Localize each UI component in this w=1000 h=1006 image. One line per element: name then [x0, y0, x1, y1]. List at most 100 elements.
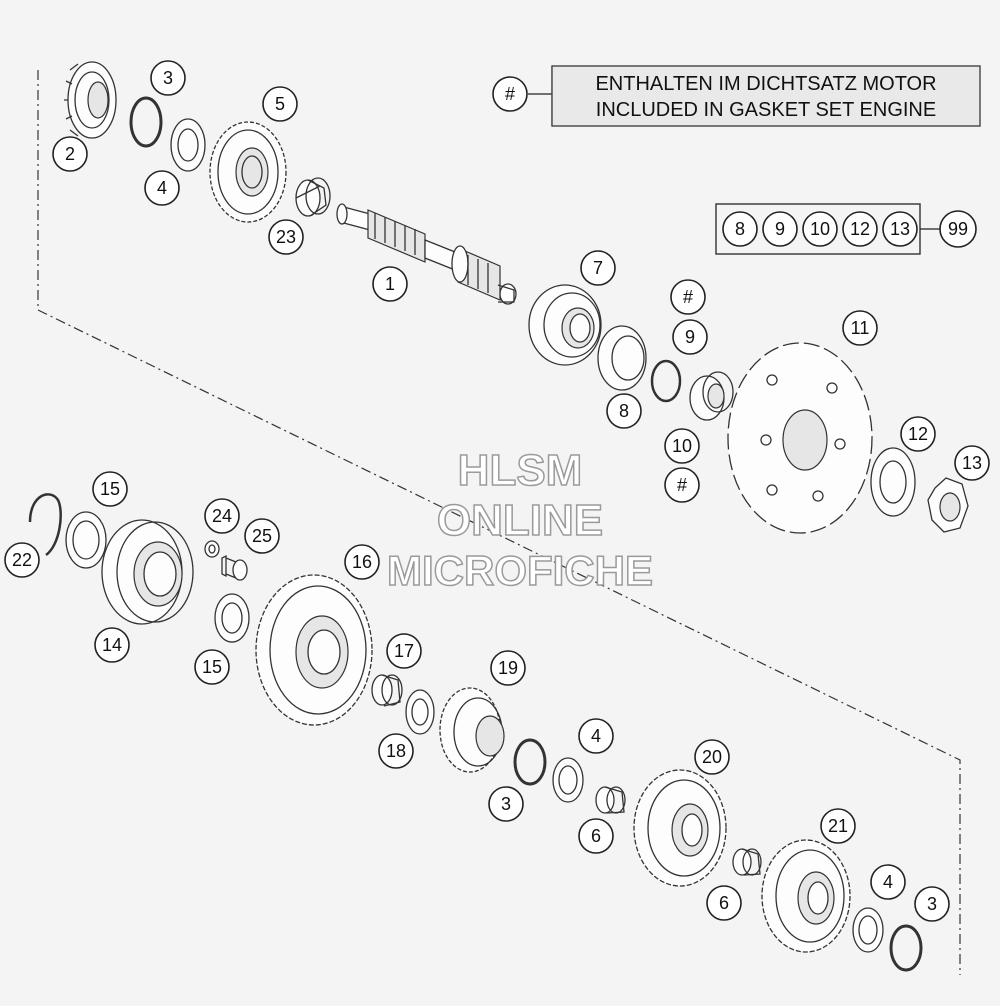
callout-6-a[interactable]: 6: [578, 818, 614, 854]
callout-23[interactable]: 23: [268, 219, 304, 255]
svg-text:16: 16: [352, 552, 372, 572]
part-18-washer: [405, 689, 435, 735]
svg-text:3: 3: [927, 894, 937, 914]
svg-text:3: 3: [501, 794, 511, 814]
callout-12[interactable]: 12: [900, 416, 936, 452]
callout-1[interactable]: 1: [372, 266, 408, 302]
assembly-axis-line: [37, 70, 961, 975]
svg-text:23: 23: [276, 227, 296, 247]
svg-text:3: 3: [163, 68, 173, 88]
kit-item-12: 12: [842, 211, 878, 247]
svg-text:10: 10: [672, 436, 692, 456]
callout-15-upper[interactable]: 15: [92, 471, 128, 507]
part-3-circlip: [129, 96, 163, 148]
callout-15-lower[interactable]: 15: [194, 649, 230, 685]
callout-17[interactable]: 17: [386, 633, 422, 669]
part-3-circlip-middle: [513, 738, 547, 786]
part-15-shim-lower: [214, 593, 250, 643]
note-marker: #: [492, 76, 528, 112]
callout-4-middle[interactable]: 4: [578, 718, 614, 754]
note-line-2: INCLUDED IN GASKET SET ENGINE: [596, 99, 936, 121]
callout-4-lower[interactable]: 4: [870, 864, 906, 900]
callout-11[interactable]: 11: [842, 310, 878, 346]
svg-text:#: #: [683, 287, 693, 307]
callout-7[interactable]: 7: [580, 250, 616, 286]
callout-16[interactable]: 16: [344, 544, 380, 580]
kit-item-9: 9: [762, 211, 798, 247]
svg-text:15: 15: [202, 657, 222, 677]
callout-3-middle[interactable]: 3: [488, 786, 524, 822]
callout-6-b[interactable]: 6: [706, 885, 742, 921]
kit-item-13: 13: [882, 211, 918, 247]
svg-text:4: 4: [883, 872, 893, 892]
callout-2[interactable]: 2: [52, 136, 88, 172]
part-8-seal: [597, 325, 647, 391]
svg-text:17: 17: [394, 641, 414, 661]
svg-text:8: 8: [619, 401, 629, 421]
kit-result-99[interactable]: 99: [939, 210, 977, 248]
part-6-needle-bearing-a: [595, 786, 626, 814]
part-4-washer-lower: [852, 907, 884, 953]
callout-20[interactable]: 20: [694, 739, 730, 775]
note-line-1: ENTHALTEN IM DICHTSATZ MOTOR: [595, 73, 936, 95]
callout-19[interactable]: 19: [490, 650, 526, 686]
part-13-nut: [927, 477, 969, 533]
callout-18[interactable]: 18: [378, 733, 414, 769]
part-6-needle-bearing-b: [732, 848, 762, 876]
part-9-o-ring: [650, 359, 682, 403]
svg-text:21: 21: [828, 816, 848, 836]
svg-text:13: 13: [962, 453, 982, 473]
part-4-washer: [170, 118, 206, 172]
part-11-sprocket: [727, 342, 873, 534]
callout-13[interactable]: 13: [954, 445, 990, 481]
svg-text:7: 7: [593, 258, 603, 278]
svg-text:15: 15: [100, 479, 120, 499]
svg-text:12: 12: [850, 219, 870, 239]
svg-text:9: 9: [775, 219, 785, 239]
callout-10[interactable]: 10: [664, 428, 700, 464]
part-4-washer-middle: [552, 757, 584, 803]
svg-text:25: 25: [252, 526, 272, 546]
callout-24[interactable]: 24: [204, 498, 240, 534]
svg-text:5: 5: [275, 94, 285, 114]
svg-text:18: 18: [386, 741, 406, 761]
svg-text:99: 99: [948, 219, 968, 239]
callout-3-lower[interactable]: 3: [914, 886, 950, 922]
part-19-gear: [439, 687, 505, 773]
part-25-screw: [221, 554, 248, 581]
callout-4[interactable]: 4: [144, 170, 180, 206]
callout-22[interactable]: 22: [4, 542, 40, 578]
callout-hash-lower[interactable]: #: [664, 467, 700, 503]
callout-25[interactable]: 25: [244, 518, 280, 554]
part-15-shim-upper: [65, 511, 107, 569]
callout-3[interactable]: 3: [150, 60, 186, 96]
callout-hash-upper[interactable]: #: [670, 279, 706, 315]
part-20-gear: [633, 769, 727, 887]
part-21-gear: [761, 839, 851, 953]
svg-text:9: 9: [685, 327, 695, 347]
part-7-ball-bearing: [528, 284, 602, 366]
svg-text:24: 24: [212, 506, 232, 526]
callout-21[interactable]: 21: [820, 808, 856, 844]
svg-text:4: 4: [591, 726, 601, 746]
svg-text:14: 14: [102, 635, 122, 655]
callout-14[interactable]: 14: [94, 627, 130, 663]
part-14-roller-bearing: [101, 519, 194, 625]
svg-text:13: 13: [890, 219, 910, 239]
part-22-circlip: [28, 493, 62, 557]
part-5-gear: [209, 121, 287, 223]
callout-5[interactable]: 5: [262, 86, 298, 122]
watermark-line-2: ONLINE: [437, 496, 603, 545]
callout-8[interactable]: 8: [606, 393, 642, 429]
callout-9[interactable]: 9: [672, 319, 708, 355]
svg-text:1: 1: [385, 274, 395, 294]
part-2-gear: [64, 61, 117, 139]
kit-item-8: 8: [722, 211, 758, 247]
part-12-lock-washer: [870, 447, 916, 517]
svg-text:#: #: [505, 84, 515, 104]
svg-text:2: 2: [65, 144, 75, 164]
svg-text:10: 10: [810, 219, 830, 239]
svg-text:8: 8: [735, 219, 745, 239]
svg-text:19: 19: [498, 658, 518, 678]
